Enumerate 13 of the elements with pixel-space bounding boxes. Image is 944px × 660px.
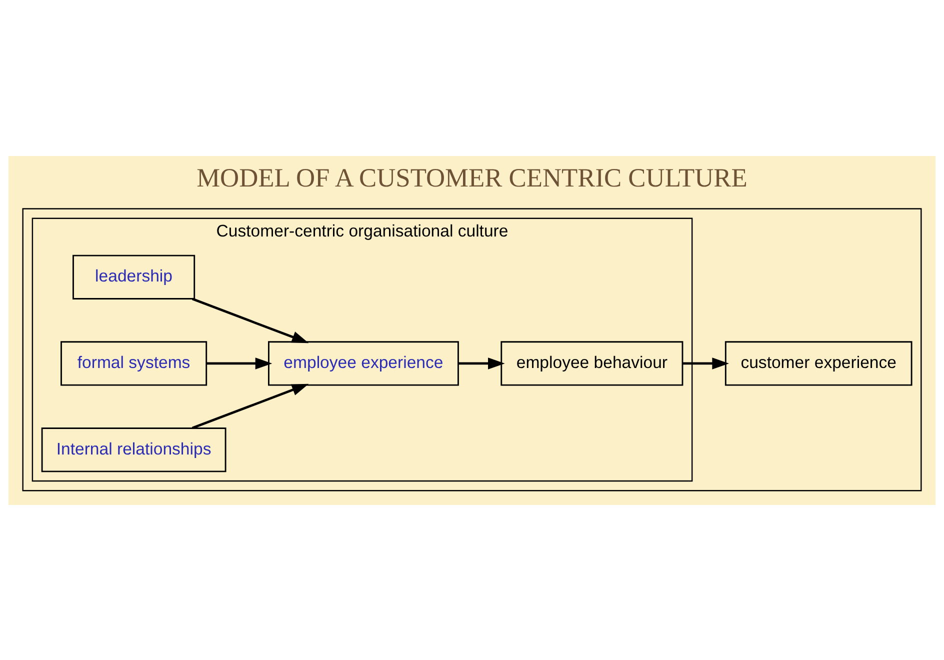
arrow: [192, 383, 309, 429]
node-box: Internal relationships: [41, 427, 226, 472]
node-box: employee behaviour: [500, 340, 684, 386]
node-box: leadership: [72, 254, 196, 299]
cluster: [22, 208, 922, 491]
node-box: employee experience: [268, 340, 459, 386]
diagram-title: MODEL OF A CUSTOMER CENTRIC CULTURE: [196, 162, 748, 192]
arrow: [192, 297, 309, 343]
arrow: [458, 357, 505, 369]
arrow: [682, 357, 729, 369]
node-box: customer experience: [724, 340, 912, 386]
node-box: formal systems: [60, 340, 208, 386]
arrow: [206, 357, 272, 369]
